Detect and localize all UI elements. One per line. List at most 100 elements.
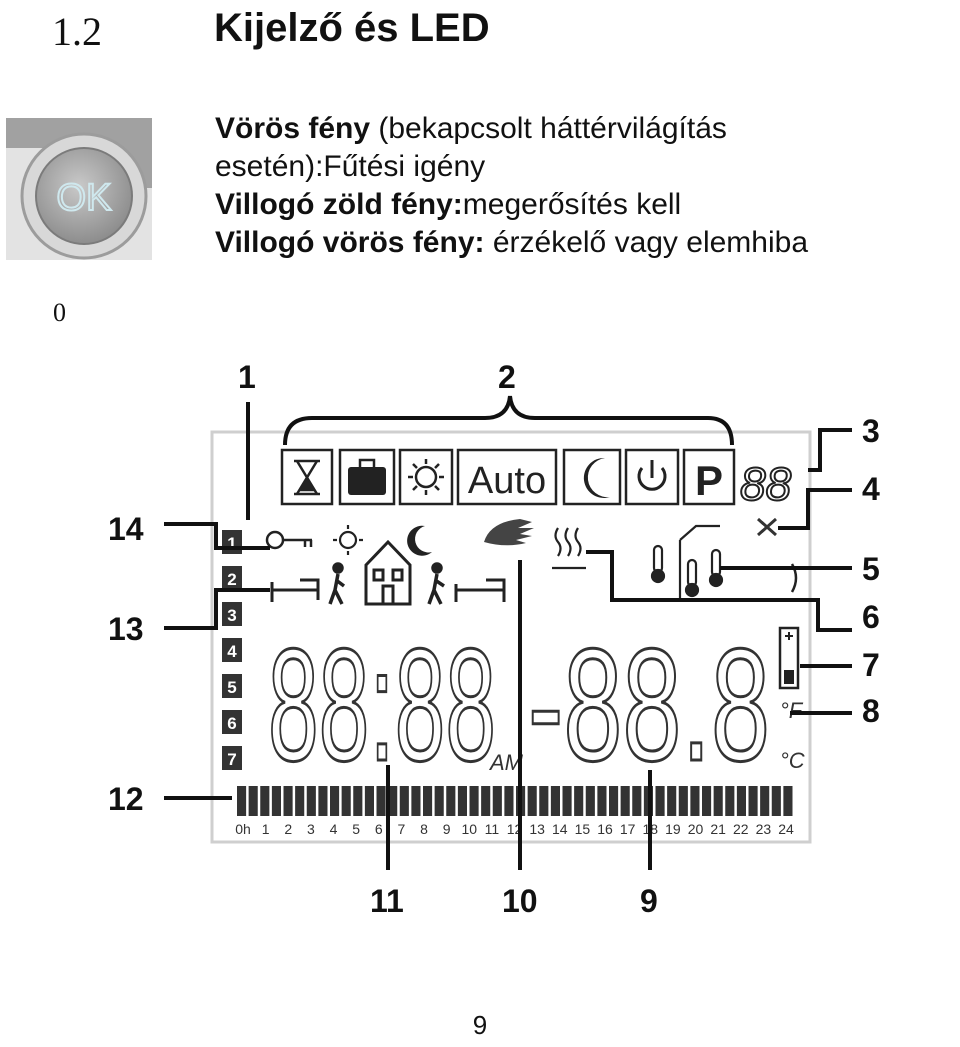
hour-label: 2 (284, 821, 292, 837)
unit-c: °C (780, 748, 805, 773)
led-line-4: Villogó vörös fény: érzékelő vagy elemhi… (215, 226, 809, 259)
zone-number: 4 (227, 642, 237, 661)
comfort-box (398, 448, 454, 506)
comfort-small-icon (333, 525, 363, 555)
hour-segment (295, 786, 305, 816)
wrench-icon (757, 517, 777, 537)
bed-left-icon (270, 578, 320, 602)
power-icon (637, 460, 667, 491)
hour-segment (690, 786, 700, 816)
hour-segment (399, 786, 409, 816)
person-right-icon (427, 562, 445, 605)
small-digits: 88 (740, 458, 792, 510)
led-line-3: Villogó zöld fény:megerősítés kell (215, 188, 682, 221)
unit-f: °F (780, 698, 804, 723)
bed-right-icon (454, 578, 506, 602)
hour-segment (736, 786, 746, 816)
hour-segment (341, 786, 351, 816)
hour-segment (748, 786, 758, 816)
hour-label: 16 (597, 821, 613, 837)
callout-9: 9 (640, 883, 658, 919)
auto-box (456, 448, 558, 506)
hour-segment (271, 786, 281, 816)
hour-label: 20 (688, 821, 704, 837)
key-icon (265, 530, 313, 550)
hour-label: 11 (485, 821, 500, 837)
callout-8: 8 (862, 693, 880, 729)
hour-label: 14 (552, 821, 568, 837)
auto-label: Auto (468, 460, 546, 502)
hour-segment (702, 786, 712, 816)
led-line-1: Vörös fény (bekapcsolt háttérvilágítás (215, 112, 727, 145)
sun-icon (408, 459, 444, 495)
temperature-digits: -88.8 (528, 615, 770, 794)
callout-10: 10 (502, 883, 538, 919)
hour-segment (376, 786, 386, 816)
hour-label: 4 (330, 821, 338, 837)
hour-segment (771, 786, 781, 816)
hour-segment (388, 786, 398, 816)
callout-1: 1 (238, 359, 256, 395)
hour-segment (457, 786, 467, 816)
hour-label: 8 (420, 821, 428, 837)
off-box (624, 448, 680, 506)
am-label: AM (488, 750, 524, 775)
hour-segment (434, 786, 444, 816)
led-line-2: esetén):Fűtési igény (215, 150, 486, 183)
hour-label: 17 (620, 821, 636, 837)
zone-number: 7 (227, 750, 236, 769)
zone-box (222, 638, 242, 662)
callout-13: 13 (108, 611, 144, 647)
hour-segment (492, 786, 502, 816)
ok-label: OK (57, 177, 112, 219)
manual-hand-icon (484, 519, 534, 546)
hour-label: 5 (352, 821, 360, 837)
hour-segment (260, 786, 270, 816)
hour-label: 13 (529, 821, 545, 837)
lcd-frame (210, 430, 812, 844)
holiday-box (338, 448, 396, 506)
hour-segment (655, 786, 665, 816)
hour-segment (713, 786, 723, 816)
callout-5: 5 (862, 551, 880, 587)
zone-number: 5 (227, 678, 236, 697)
hour-segment (248, 786, 258, 816)
hour-label: 19 (665, 821, 681, 837)
hour-segment (353, 786, 363, 816)
briefcase-icon (348, 458, 386, 495)
section-number: 1.2 (52, 9, 102, 54)
zone-number: 3 (227, 606, 236, 625)
zone-box (222, 710, 242, 734)
hour-label: 6 (375, 821, 383, 837)
battery-icon (778, 626, 800, 690)
ok-caption: 0 (53, 298, 66, 327)
hour-segment (562, 786, 572, 816)
ok-button-photo: OK (6, 118, 152, 260)
hour-segment (783, 786, 793, 816)
hour-segment (620, 786, 630, 816)
hour-label: 23 (756, 821, 772, 837)
eco-small-icon (407, 525, 432, 556)
callout-3: 3 (862, 413, 880, 449)
hour-segment (574, 786, 584, 816)
hourglass-icon (294, 459, 320, 496)
hour-segment (237, 786, 247, 816)
section-title: Kijelző és LED (214, 6, 490, 50)
callout-11: 11 (370, 883, 404, 919)
zone-box (222, 746, 242, 770)
zone-number: 2 (227, 570, 236, 589)
hour-label: 1 (262, 821, 270, 837)
page-number: 9 (472, 1010, 488, 1040)
hour-segment (318, 786, 328, 816)
hour-label: 0h (235, 821, 251, 837)
hour-segment (306, 786, 316, 816)
house-icon (364, 539, 412, 606)
hour-segment (504, 786, 514, 816)
hour-label: 21 (710, 821, 726, 837)
hour-segment (760, 786, 770, 816)
moon-icon (583, 457, 610, 498)
hour-label: 24 (778, 821, 794, 837)
hour-segment (609, 786, 619, 816)
